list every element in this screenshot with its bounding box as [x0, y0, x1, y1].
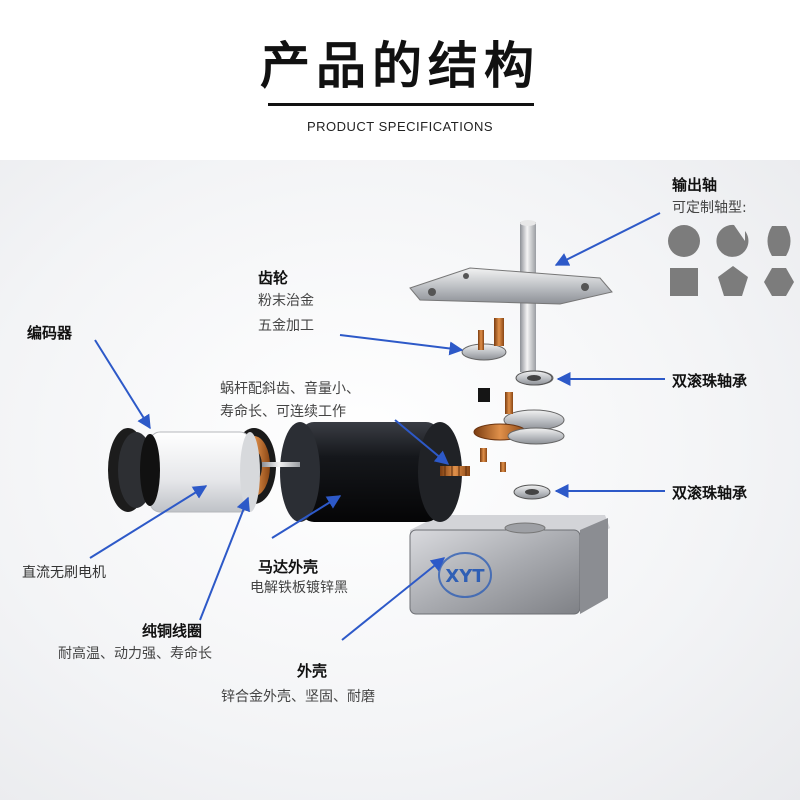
label-shell-desc: 锌合金外壳、坚固、耐磨	[221, 689, 375, 705]
label-bearing-upper: 双滚珠轴承	[672, 372, 748, 390]
title-underline	[268, 103, 534, 106]
shaft-shape-options	[668, 224, 794, 296]
shaft-shape-d-cut-icon	[716, 224, 749, 257]
gear-stack	[461, 318, 565, 472]
shaft-shape-square-icon	[670, 268, 698, 296]
label-copper-coil-title: 纯铜线圈	[142, 622, 203, 640]
shaft-shape-hexagon-icon	[764, 268, 794, 296]
label-encoder-title: 编码器	[27, 324, 73, 342]
page-subtitle: PRODUCT SPECIFICATIONS	[306, 119, 494, 134]
label-bearing-lower: 双滚珠轴承	[672, 484, 748, 502]
label-shell-title: 外壳	[297, 662, 328, 680]
header: 产品的结构 PRODUCT SPECIFICATIONS	[0, 0, 800, 160]
worm-gear	[440, 466, 470, 476]
bldc-motor-body	[149, 431, 260, 513]
shaft-shape-pentagon-icon	[718, 266, 748, 296]
page-title: 产品的结构	[260, 37, 540, 95]
leader-arrows	[89, 212, 665, 641]
label-copper-coil-desc: 耐高温、动力强、寿命长	[58, 646, 212, 662]
brand-mark: XYT	[445, 566, 485, 587]
motor-housing	[280, 422, 462, 522]
label-bldc-motor: 直流无刷电机	[22, 565, 106, 581]
encoder-disc	[108, 428, 160, 512]
shaft-shape-round-icon	[668, 225, 700, 257]
label-motor-housing-title: 马达外壳	[258, 558, 319, 576]
ball-bearing-lower	[513, 484, 551, 500]
shaft-shape-double-flat-icon	[767, 226, 791, 256]
label-gear-title: 齿轮	[258, 269, 289, 287]
label-output-shaft-desc: 可定制轴型:	[672, 200, 747, 216]
label-worm-line1: 蜗杆配斜齿、音量小、	[220, 381, 360, 397]
gearbox-shell: XYT	[409, 515, 610, 615]
label-gear-desc-1: 粉末治金	[258, 293, 314, 309]
mounting-plate	[409, 267, 613, 305]
label-motor-housing-desc: 电解铁板镀锌黑	[250, 580, 348, 596]
label-worm-line2: 寿命长、可连续工作	[220, 404, 346, 420]
label-gear-desc-2: 五金加工	[258, 318, 314, 334]
label-output-shaft-title: 输出轴	[672, 176, 718, 194]
ball-bearing-upper	[515, 370, 553, 386]
